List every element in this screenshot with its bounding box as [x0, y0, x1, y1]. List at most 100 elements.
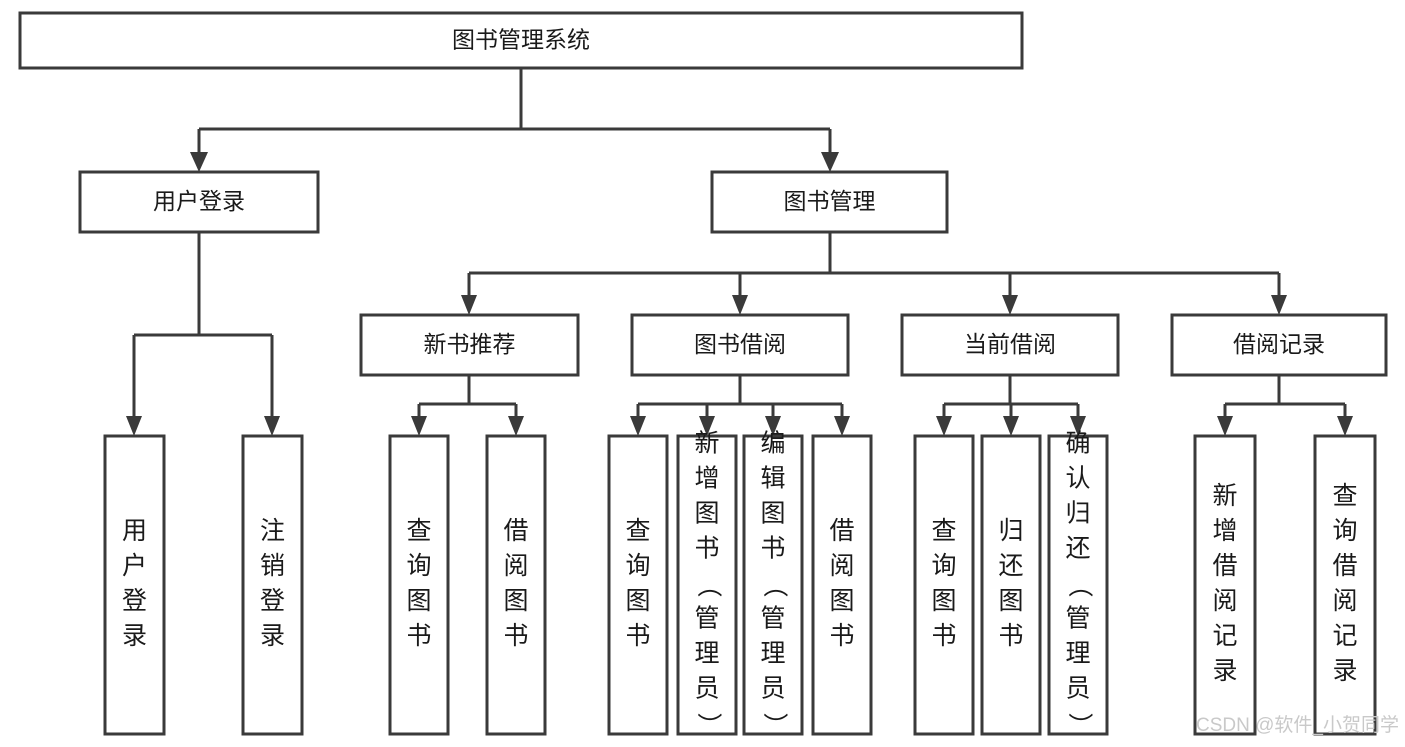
node-box[interactable] — [980, 434, 1042, 736]
node-box[interactable] — [742, 434, 804, 736]
node-user-login[interactable]: 用户登录 — [78, 170, 320, 234]
node-root[interactable]: 图书管理系统 — [18, 11, 1024, 70]
arrow-head-leaf-add-record — [1217, 416, 1233, 436]
node-label-char: 询 — [406, 552, 431, 580]
node-label-char: 增 — [1212, 517, 1237, 545]
node-label-char: ） — [1065, 712, 1093, 737]
node-label-char: 阅 — [829, 552, 854, 580]
node-label-char: 书 — [998, 622, 1023, 650]
node-label-char: 理 — [694, 640, 719, 668]
node-label-char: 确 — [1065, 430, 1090, 458]
node-box[interactable] — [900, 313, 1120, 377]
node-label-char: 用 — [122, 517, 147, 545]
node-label-char: 员 — [760, 675, 785, 703]
node-label-char: 户 — [122, 552, 147, 580]
node-leaf-user-login[interactable]: 用户登录 — [103, 434, 166, 736]
arrow-head-borrow-record — [1271, 295, 1287, 315]
arrow-head-leaf-query-record — [1337, 416, 1353, 436]
watermark-label: CSDN @软件_小贺同学 — [1196, 714, 1399, 736]
node-label: 图书借阅 — [694, 331, 786, 357]
node-box[interactable] — [1170, 313, 1388, 377]
node-label: 新书推荐 — [424, 331, 516, 357]
node-label-char: 借 — [1332, 552, 1357, 580]
node-box[interactable] — [103, 434, 166, 736]
node-box[interactable] — [607, 434, 669, 736]
node-label-char: 录 — [1332, 657, 1357, 685]
node-label-char: 登 — [122, 587, 147, 615]
node-box[interactable] — [241, 434, 304, 736]
node-label-char: 查 — [406, 517, 431, 545]
node-box[interactable] — [913, 434, 975, 736]
node-box[interactable] — [388, 434, 450, 736]
node-layer: 图书管理系统用户登录图书管理新书推荐图书借阅当前借阅借阅记录用户登录注销登录查询… — [18, 11, 1388, 738]
node-label-char: 图 — [931, 587, 956, 615]
node-box[interactable] — [1193, 434, 1257, 736]
node-label-char: 销 — [260, 552, 285, 580]
node-box[interactable] — [1313, 434, 1377, 736]
node-label-char: 书 — [625, 622, 650, 650]
node-box[interactable] — [1047, 434, 1109, 736]
node-box[interactable] — [18, 11, 1024, 70]
node-book-borrow[interactable]: 图书借阅 — [630, 313, 850, 377]
node-label-char: 书 — [503, 622, 528, 650]
arrow-head-leaf-edit-book — [765, 416, 781, 436]
node-label-char: 还 — [1065, 535, 1090, 563]
node-label-char: 归 — [1065, 500, 1090, 528]
node-box[interactable] — [630, 313, 850, 377]
node-label-char: （ — [694, 572, 722, 597]
node-label-char: 员 — [694, 675, 719, 703]
node-box[interactable] — [676, 434, 738, 736]
node-label-char: 书 — [760, 535, 785, 563]
node-book-management[interactable]: 图书管理 — [710, 170, 949, 234]
node-label-char: 书 — [694, 535, 719, 563]
node-label-char: 登 — [260, 587, 285, 615]
node-box[interactable] — [359, 313, 580, 377]
arrow-head-leaf-add-book — [699, 416, 715, 436]
node-label-char: 图 — [829, 587, 854, 615]
node-box[interactable] — [811, 434, 873, 736]
node-label-char: 阅 — [1212, 587, 1237, 615]
node-label-char: 图 — [625, 587, 650, 615]
arrow-head-leaf-user-logout — [264, 416, 280, 436]
arrow-head-leaf-borrow-book-2 — [834, 416, 850, 436]
arrow-head-leaf-query-book-1 — [411, 416, 427, 436]
arrow-head-user-login — [190, 152, 208, 172]
node-box[interactable] — [78, 170, 320, 234]
node-current-borrow[interactable]: 当前借阅 — [900, 313, 1120, 377]
node-box[interactable] — [485, 434, 547, 736]
node-label-char: 查 — [1332, 482, 1357, 510]
node-label-char: 还 — [998, 552, 1023, 580]
node-label-char: 理 — [1065, 640, 1090, 668]
node-borrow-record[interactable]: 借阅记录 — [1170, 313, 1388, 377]
node-label-char: 图 — [760, 500, 785, 528]
node-label-char: 借 — [1212, 552, 1237, 580]
node-label-char: 借 — [503, 517, 528, 545]
node-label-char: 图 — [694, 500, 719, 528]
node-label-char: 新 — [1212, 482, 1237, 510]
node-box[interactable] — [710, 170, 949, 234]
node-label-char: 询 — [1332, 517, 1357, 545]
arrow-head-leaf-confirm-return — [1070, 416, 1086, 436]
node-label-char: 新 — [694, 430, 719, 458]
node-label-char: 注 — [260, 517, 285, 545]
node-label-char: 辑 — [760, 465, 785, 493]
node-label-char: 记 — [1212, 622, 1237, 650]
node-label-char: 录 — [122, 622, 147, 650]
node-label-char: 认 — [1065, 465, 1090, 493]
node-label-char: 记 — [1332, 622, 1357, 650]
node-label-char: 归 — [998, 517, 1023, 545]
node-new-book-recommend[interactable]: 新书推荐 — [359, 313, 580, 377]
